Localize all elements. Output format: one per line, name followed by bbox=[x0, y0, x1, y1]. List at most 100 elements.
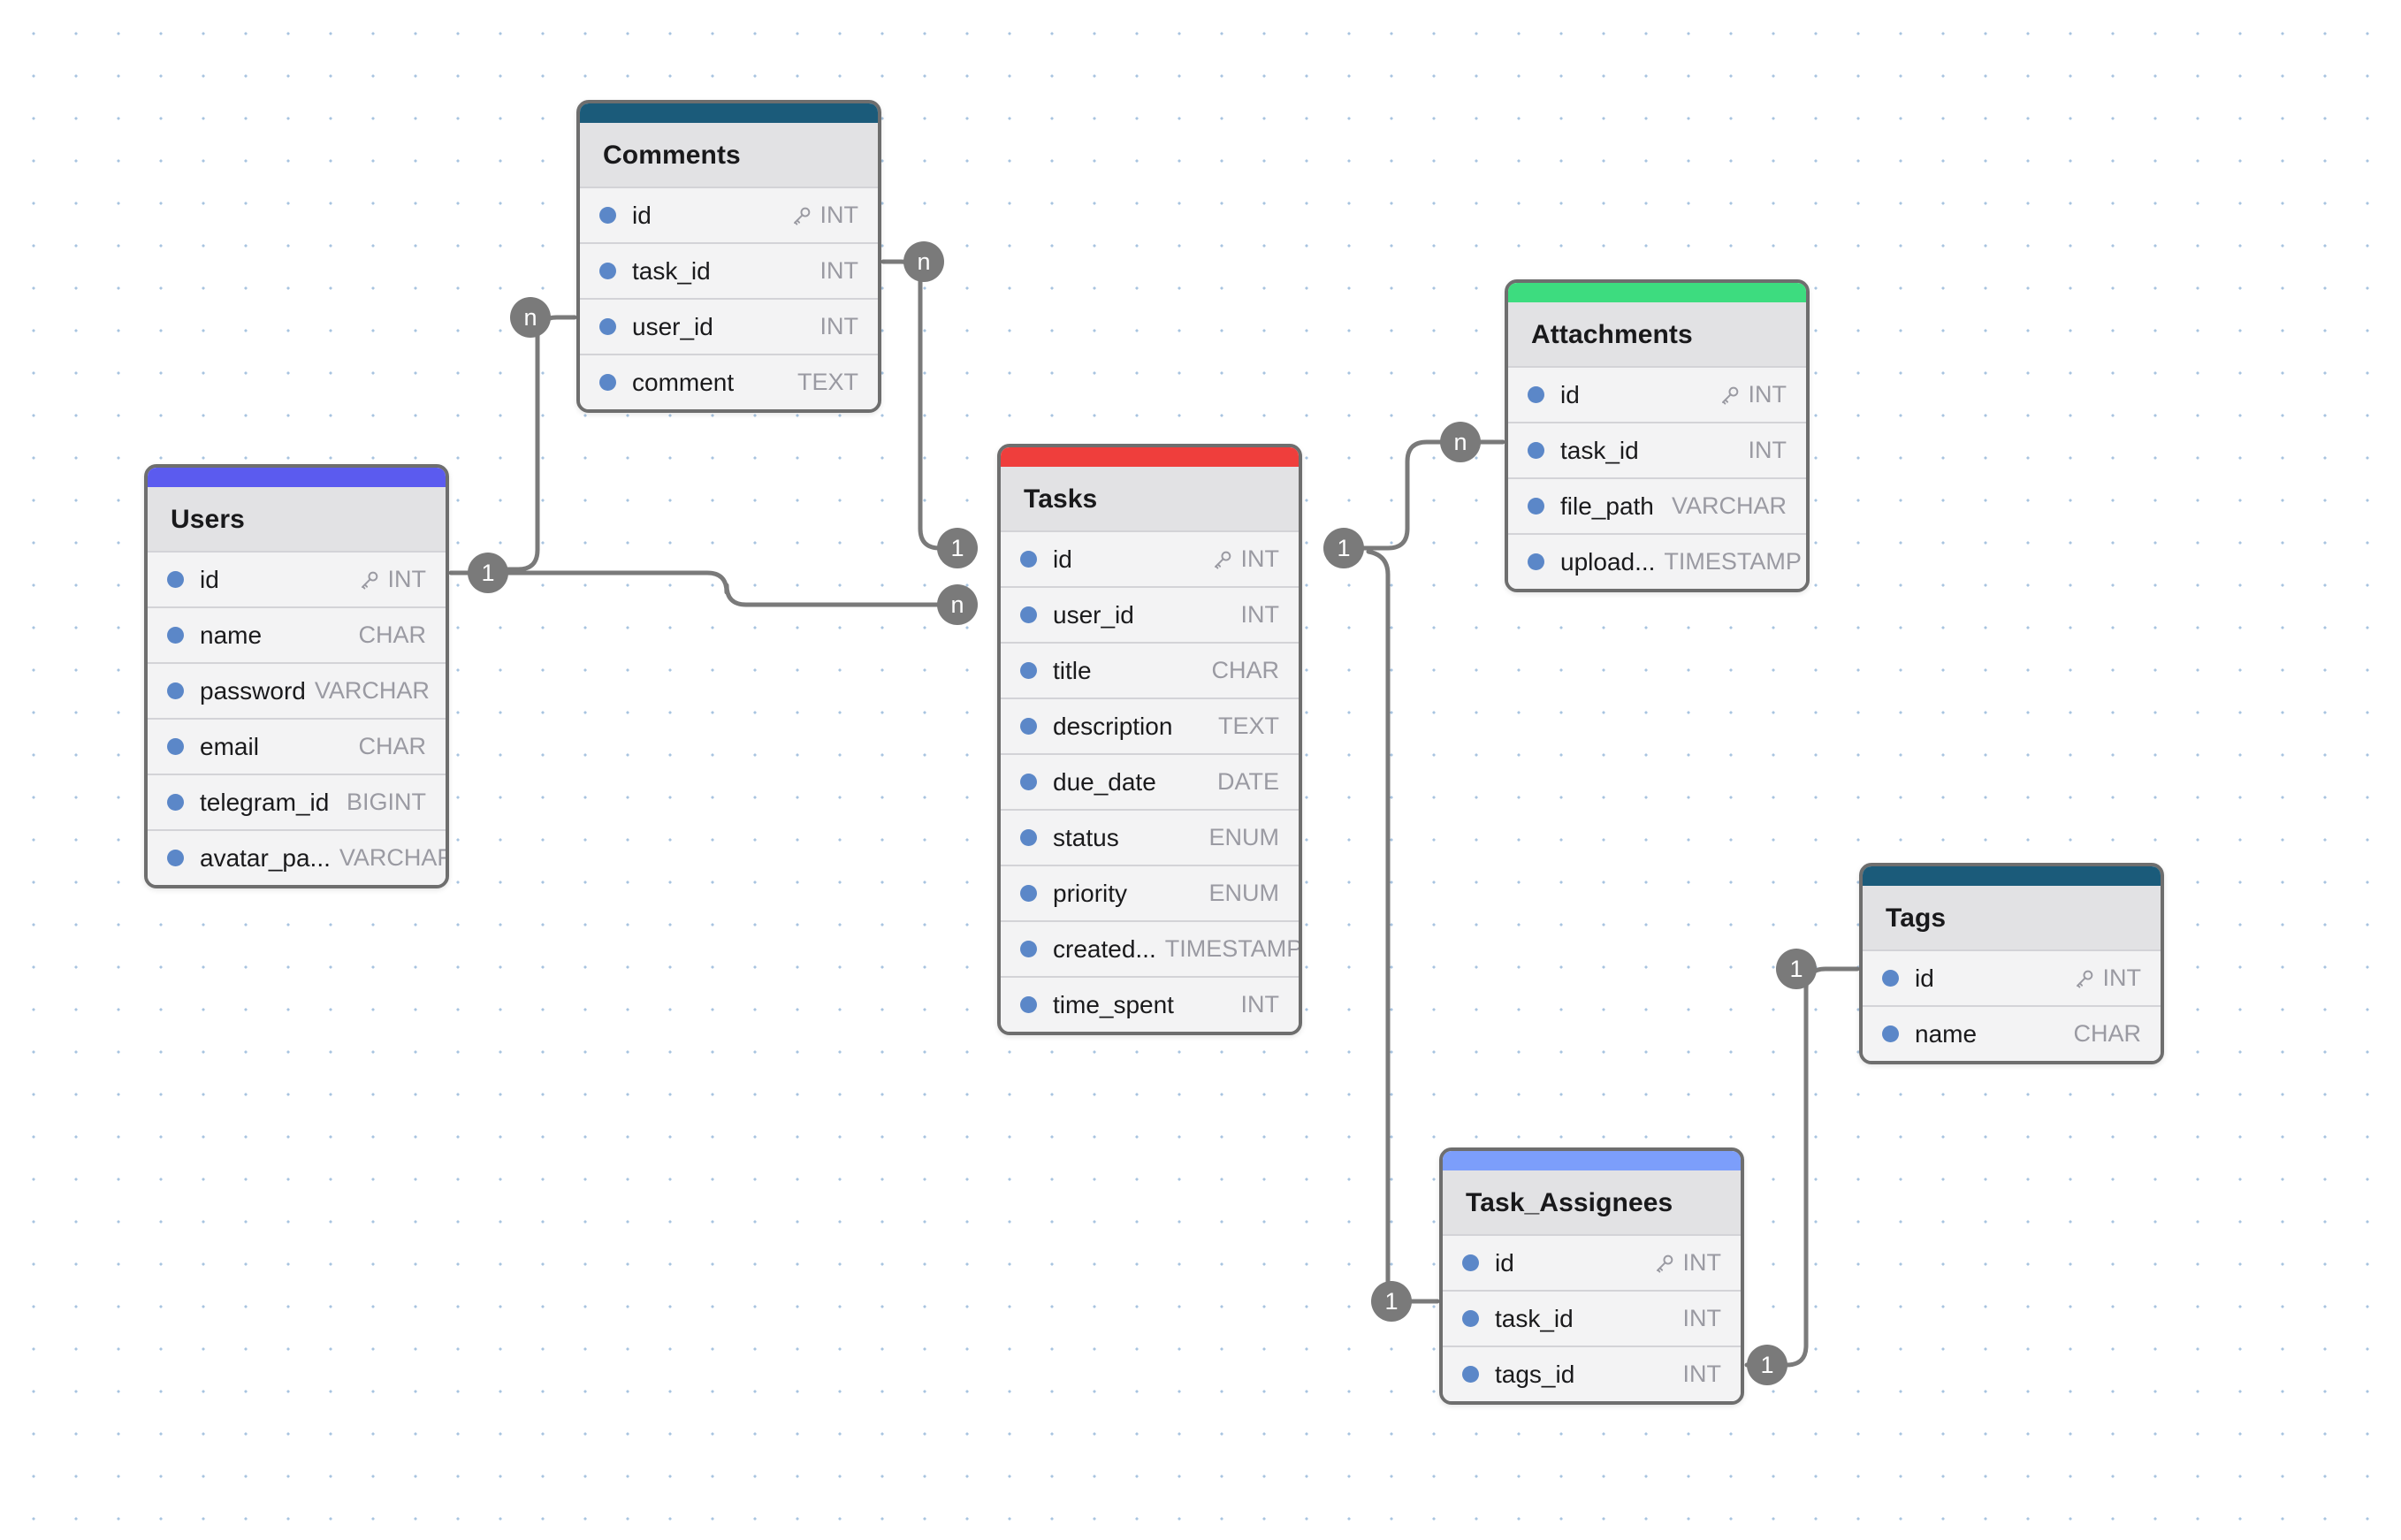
table-row[interactable]: telegram_id BIGINT bbox=[148, 774, 446, 829]
column-bullet-icon bbox=[1020, 885, 1037, 902]
cardinality-badge[interactable]: n bbox=[1440, 422, 1481, 462]
table-row[interactable]: name CHAR bbox=[1863, 1005, 2161, 1061]
column-type-group: INT bbox=[2073, 964, 2142, 992]
table-row[interactable]: time_spent INT bbox=[1001, 976, 1299, 1032]
column-type-label: INT bbox=[1682, 1305, 1722, 1331]
relationship-edge[interactable] bbox=[1744, 966, 1860, 1368]
column-type-label: INT bbox=[1240, 545, 1280, 572]
column-name: task_id bbox=[1495, 1304, 1574, 1332]
column-type-group: TIMESTAMP bbox=[1664, 548, 1802, 576]
column-bullet-icon bbox=[167, 571, 184, 588]
relationship-edge[interactable] bbox=[448, 570, 960, 607]
column-name: telegram_id bbox=[200, 788, 330, 816]
column-type-group: TEXT bbox=[1218, 713, 1279, 740]
cardinality-badge[interactable]: 1 bbox=[1323, 528, 1364, 568]
column-type-label: INT bbox=[1748, 437, 1787, 463]
column-type-label: VARCHAR bbox=[339, 844, 449, 871]
column-name: time_spent bbox=[1053, 990, 1174, 1018]
column-name: created... bbox=[1053, 934, 1156, 963]
cardinality-badge[interactable]: 1 bbox=[1776, 949, 1817, 989]
cardinality-badge[interactable]: 1 bbox=[468, 553, 508, 593]
cardinality-badge[interactable]: n bbox=[903, 241, 944, 282]
table-row[interactable]: avatar_pa...VARCHAR bbox=[148, 829, 446, 885]
column-bullet-icon bbox=[1020, 996, 1037, 1013]
column-type-group: INT bbox=[1653, 1249, 1722, 1277]
column-type-group: ENUM bbox=[1209, 824, 1280, 851]
column-name: upload... bbox=[1560, 547, 1656, 576]
column-type-label: INT bbox=[1682, 1249, 1722, 1276]
table-row[interactable]: created...TIMESTAMP bbox=[1001, 920, 1299, 976]
table-title: Task_Assignees bbox=[1443, 1170, 1741, 1234]
column-type-label: CHAR bbox=[2073, 1020, 2141, 1047]
column-type-label: TIMESTAMP bbox=[1664, 548, 1802, 575]
column-name: email bbox=[200, 732, 259, 760]
relationship-edge[interactable] bbox=[1350, 439, 1505, 551]
primary-key-icon bbox=[1653, 1252, 1676, 1275]
primary-key-icon bbox=[1211, 548, 1234, 571]
table-row[interactable]: task_id INT bbox=[1443, 1290, 1741, 1346]
cardinality-badge[interactable]: 1 bbox=[1371, 1281, 1412, 1322]
column-name: id bbox=[632, 201, 652, 229]
primary-key-icon bbox=[1719, 384, 1742, 407]
cardinality-badge[interactable]: 1 bbox=[1747, 1345, 1787, 1385]
column-type-label: TEXT bbox=[1217, 713, 1279, 739]
column-type-label: INT bbox=[1240, 601, 1280, 628]
column-name: tags_id bbox=[1495, 1360, 1575, 1388]
column-type-label: INT bbox=[2102, 964, 2142, 991]
column-type-label: INT bbox=[1682, 1361, 1722, 1387]
column-name: title bbox=[1053, 656, 1092, 684]
relationship-edge[interactable] bbox=[880, 259, 960, 551]
cardinality-badge[interactable]: n bbox=[510, 297, 551, 338]
column-name: name bbox=[1915, 1019, 1978, 1048]
cardinality-badge[interactable]: n bbox=[937, 584, 978, 625]
column-type-group: INT bbox=[1719, 381, 1787, 408]
table-row[interactable]: upload... TIMESTAMP bbox=[1508, 533, 1806, 589]
column-type-label: DATE bbox=[1216, 768, 1279, 795]
relationship-edge[interactable] bbox=[489, 315, 577, 572]
column-bullet-icon bbox=[599, 207, 616, 224]
column-bullet-icon bbox=[1528, 553, 1544, 570]
table-title: Attachments bbox=[1508, 302, 1806, 366]
column-bullet-icon bbox=[1020, 662, 1037, 679]
column-type-group: INT bbox=[1211, 545, 1280, 573]
column-type-label: BIGINT bbox=[346, 789, 426, 815]
column-type-group: CHAR bbox=[2073, 1020, 2141, 1048]
column-type-label: INT bbox=[819, 313, 859, 339]
table-row[interactable]: tags_id INT bbox=[1443, 1346, 1741, 1401]
table-accent-bar bbox=[1508, 283, 1806, 302]
cardinality-badge[interactable]: 1 bbox=[937, 528, 978, 568]
column-type-group: ENUM bbox=[1209, 880, 1280, 907]
column-bullet-icon bbox=[1020, 774, 1037, 790]
column-name: id bbox=[200, 565, 219, 593]
column-type-label: INT bbox=[1240, 991, 1280, 1018]
relationship-edge[interactable] bbox=[1366, 549, 1440, 1304]
